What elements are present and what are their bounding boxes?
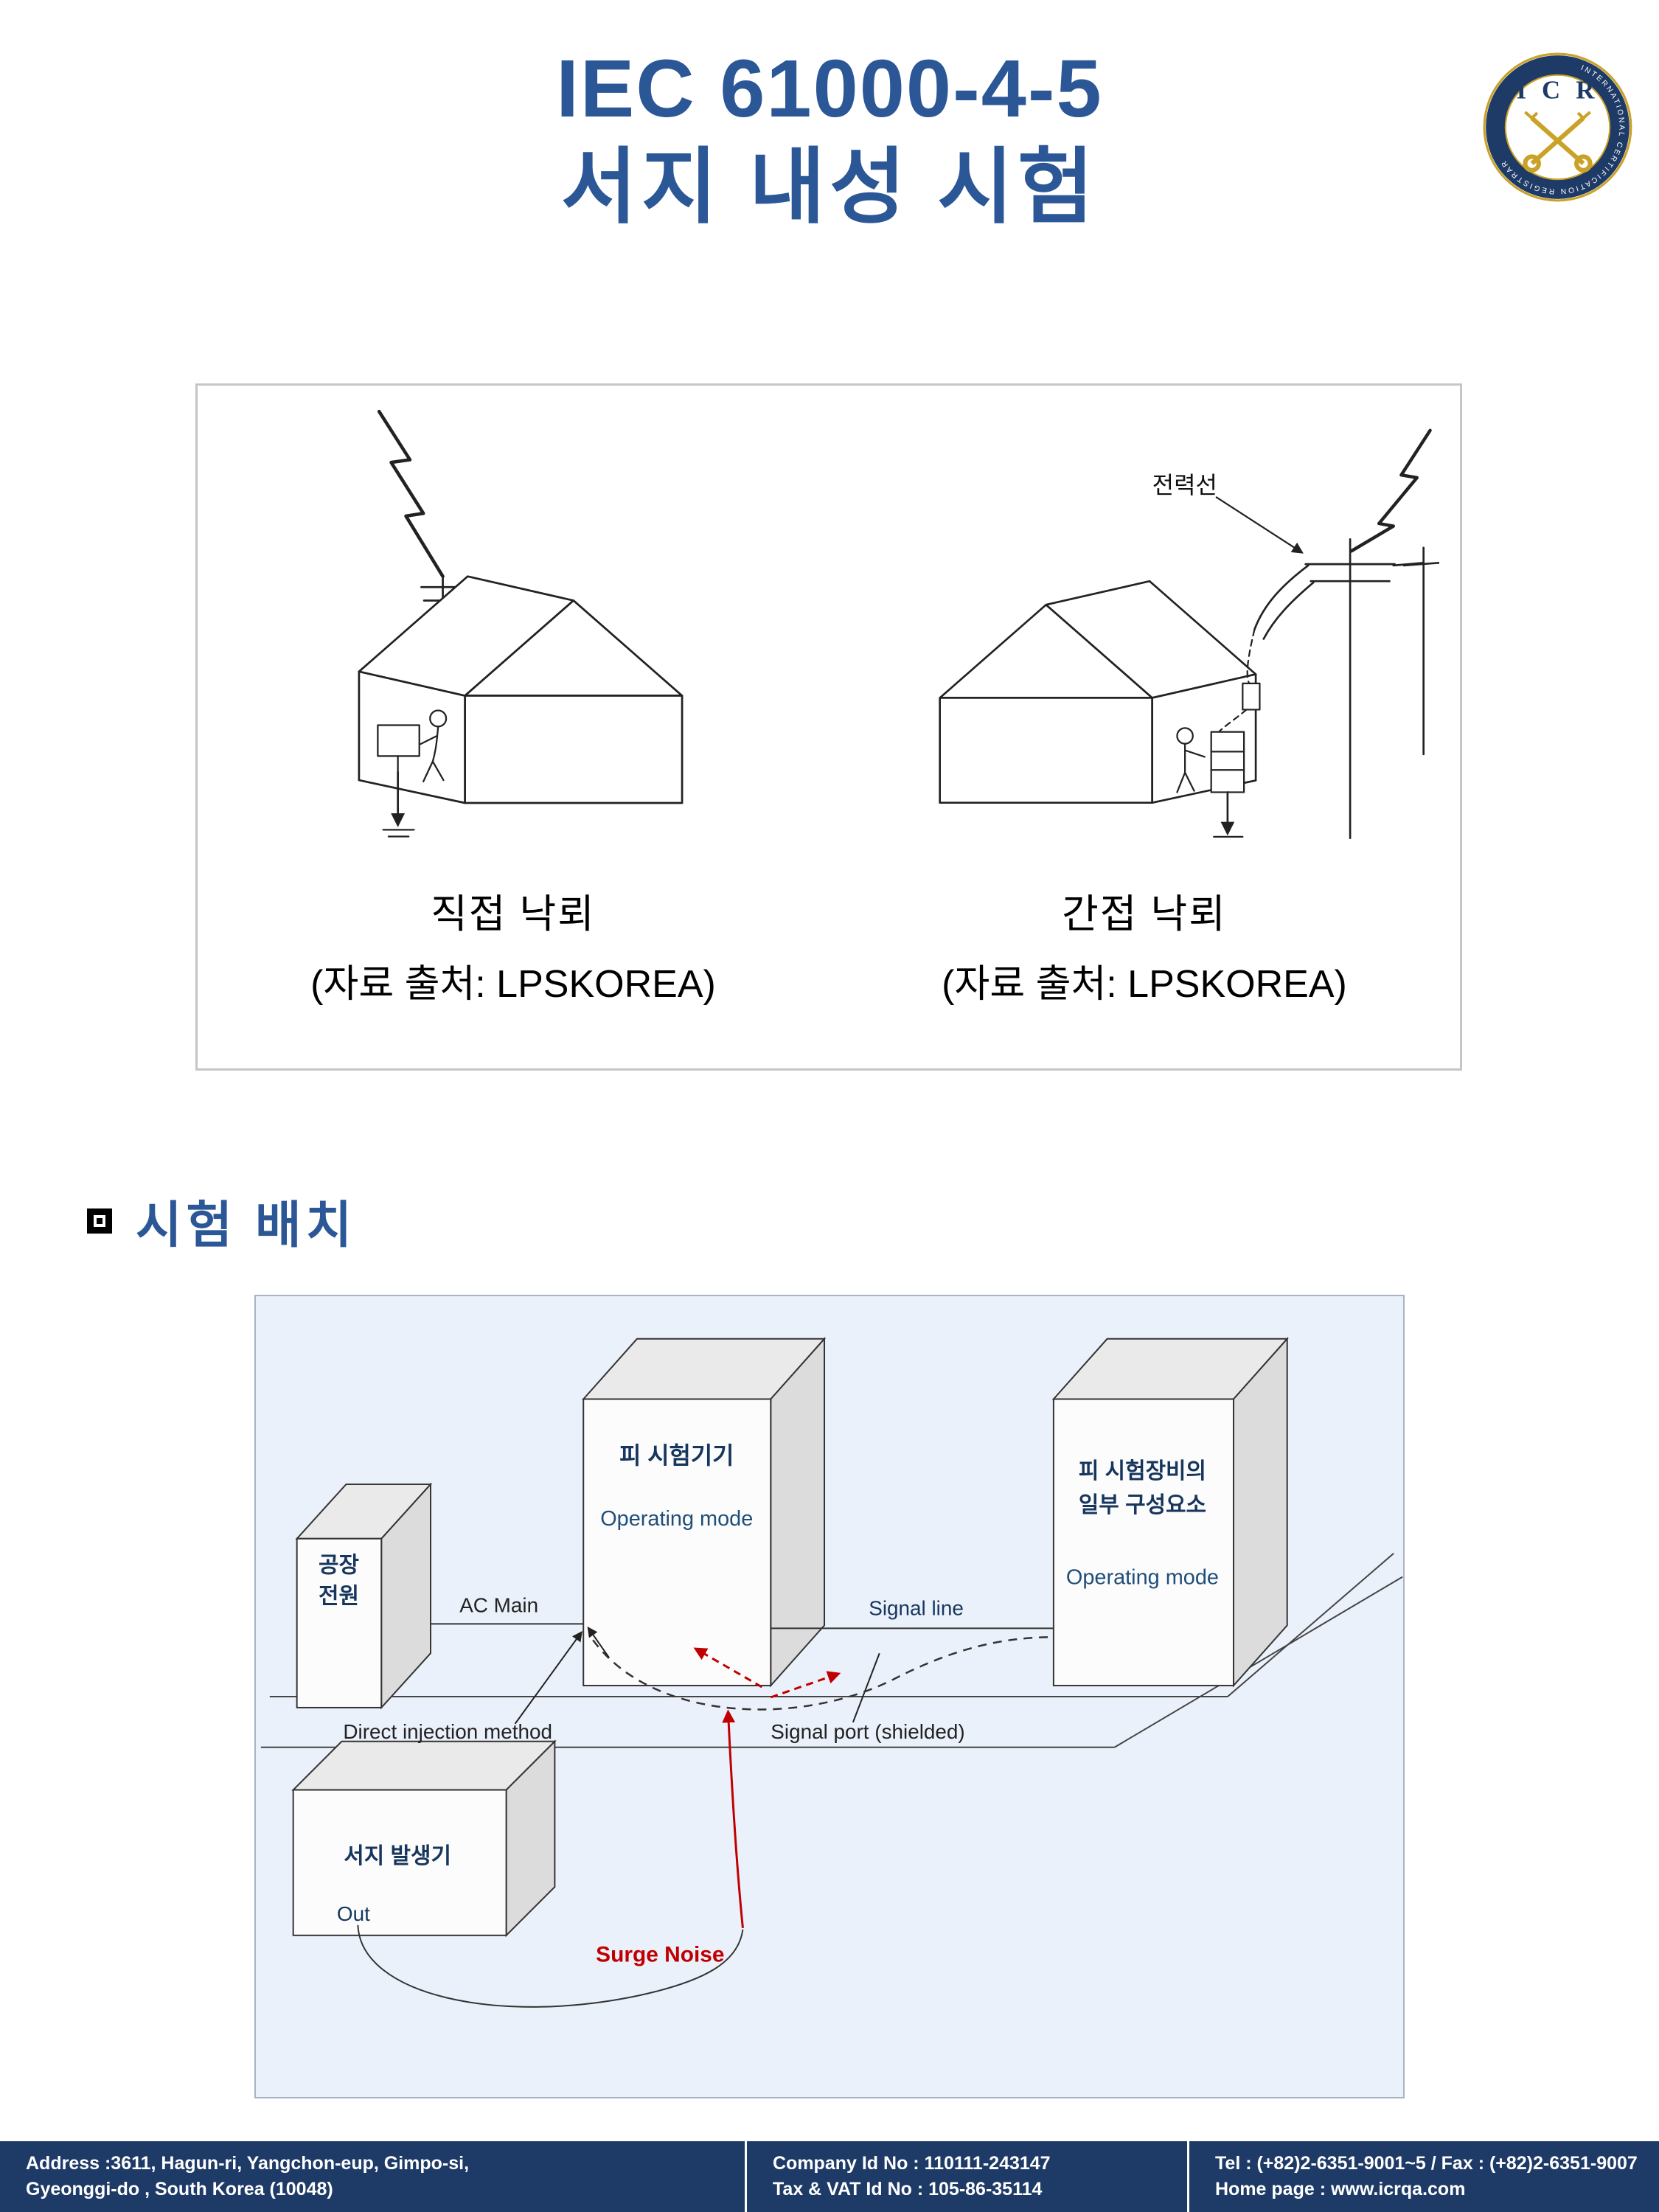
section-bullet-icon — [87, 1208, 112, 1234]
eut-title: 피 시험기기 — [619, 1442, 734, 1469]
surge-arrow-left — [693, 1647, 763, 1688]
icr-logo: INTERNATIONAL CERTIFICATION REGISTRAR I … — [1482, 52, 1633, 203]
indirect-strike-caption: 간접 낙뢰 — [1062, 892, 1227, 936]
footer-address-line1: Address :3611, Hagun-ri, Yangchon-eup, G… — [26, 2153, 470, 2174]
footer-tel-fax: Tel : (+82)2-6351-9001~5 / Fax : (+82)2-… — [1215, 2153, 1638, 2174]
power-line-label: 전력선 — [1152, 472, 1217, 498]
indirect-strike-drawing: 전력선 — [939, 428, 1439, 839]
eut-box — [582, 1337, 827, 1688]
aux-equipment-box — [1051, 1337, 1289, 1688]
lightning-icon — [1349, 428, 1432, 553]
surge-generator-box — [291, 1739, 557, 1938]
power-pole-icon — [1253, 538, 1439, 839]
service-entry-box-icon — [1242, 682, 1261, 711]
direct-strike-source: (자료 출처: LPSKOREA) — [310, 963, 716, 1006]
power-line-pointer — [1215, 496, 1304, 554]
equipment-cabinet-icon — [1210, 731, 1245, 793]
title-standard: IEC 61000-4-5 — [556, 44, 1103, 134]
person-icon — [420, 709, 448, 783]
footer-company-ids: Company Id No : 110111-243147 Tax & VAT … — [745, 2141, 1187, 2212]
generator-output-cable — [357, 1924, 744, 2008]
direct-strike-column: 직접 낙뢰 (자료 출처: LPSKOREA) — [198, 386, 829, 1068]
factory-power-label-line2: 전원 — [319, 1584, 359, 1608]
surge-generator-label: 서지 발생기 — [344, 1844, 451, 1868]
house-icon — [358, 575, 684, 804]
logo-letters: I C R — [1516, 76, 1599, 105]
footer-homepage: Home page : www.icrqa.com — [1215, 2179, 1466, 2199]
footer-contact: Tel : (+82)2-6351-9001~5 / Fax : (+82)2-… — [1187, 2141, 1659, 2212]
direct-strike-caption: 직접 낙뢰 — [431, 892, 596, 936]
direct-injection-pointer — [514, 1631, 582, 1725]
incoming-cable-dashed — [1246, 628, 1256, 684]
house-icon — [939, 580, 1257, 804]
aux-title-line2: 일부 구성요소 — [1079, 1493, 1206, 1517]
footer-address-line2: Gyeonggi-do , South Korea (10048) — [26, 2179, 333, 2199]
logo-navy-band — [1486, 55, 1630, 199]
title-korean: 서지 내성 시험 — [560, 141, 1099, 233]
footer-company-id: Company Id No : 110111-243147 — [773, 2153, 1051, 2174]
signal-line-label: Signal line — [869, 1596, 964, 1619]
test-setup-drawing: 공장 전원 피 시험기기 Operating mode 피 시험장비의 일부 구… — [260, 1337, 1403, 2008]
tv-set-icon — [377, 724, 420, 773]
out-label: Out — [337, 1902, 370, 1925]
footer: Address :3611, Hagun-ri, Yangchon-eup, G… — [0, 2141, 1659, 2212]
ground-plane — [260, 1552, 1403, 1748]
factory-power-box — [295, 1482, 433, 1710]
section-heading: 시험 배치 — [87, 1184, 356, 1257]
direct-strike-drawing — [358, 409, 684, 838]
surge-arrow-right — [770, 1671, 841, 1699]
aux-operating-mode: Operating mode — [1066, 1566, 1219, 1590]
crossed-keys-icon — [1523, 111, 1593, 173]
ground-arrow-icon — [1213, 791, 1244, 838]
footer-address: Address :3611, Hagun-ri, Yangchon-eup, G… — [0, 2141, 745, 2212]
icr-logo-icon: INTERNATIONAL CERTIFICATION REGISTRAR I … — [1483, 52, 1632, 202]
shielded-cable-dashed — [592, 1636, 1054, 1711]
eut-operating-mode: Operating mode — [600, 1507, 753, 1531]
factory-power-label-line1: 공장 — [319, 1554, 359, 1578]
indirect-strike-column: 전력선 간접 낙뢰 (자료 출처: LPSKOREA) — [829, 386, 1460, 1068]
page-title: IEC 61000-4-5 서지 내성 시험 — [0, 41, 1659, 237]
surge-path-line — [722, 1709, 744, 1928]
ground-arrow-icon — [382, 771, 415, 838]
injection-point-arrow — [587, 1627, 610, 1658]
logo-inner-circle — [1504, 74, 1611, 181]
indirect-strike-source: (자료 출처: LPSKOREA) — [942, 963, 1347, 1006]
lightning-icon — [377, 409, 445, 578]
ac-main-label: AC Main — [459, 1593, 538, 1616]
test-setup-diagram: 공장 전원 피 시험기기 Operating mode 피 시험장비의 일부 구… — [254, 1295, 1405, 2098]
surge-noise-label: Surge Noise — [596, 1943, 724, 1967]
section-heading-text: 시험 배치 — [136, 1197, 357, 1253]
footer-tax-vat-id: Tax & VAT Id No : 105-86-35114 — [773, 2179, 1043, 2199]
person-icon — [1176, 727, 1206, 793]
signal-port-pointer — [852, 1652, 880, 1723]
signal-port-label: Signal port (shielded) — [771, 1720, 964, 1743]
direct-injection-label: Direct injection method — [343, 1720, 552, 1743]
aux-title-line1: 피 시험장비의 — [1079, 1459, 1206, 1484]
lightning-figure-box: 직접 낙뢰 (자료 출처: LPSKOREA) — [195, 383, 1462, 1071]
